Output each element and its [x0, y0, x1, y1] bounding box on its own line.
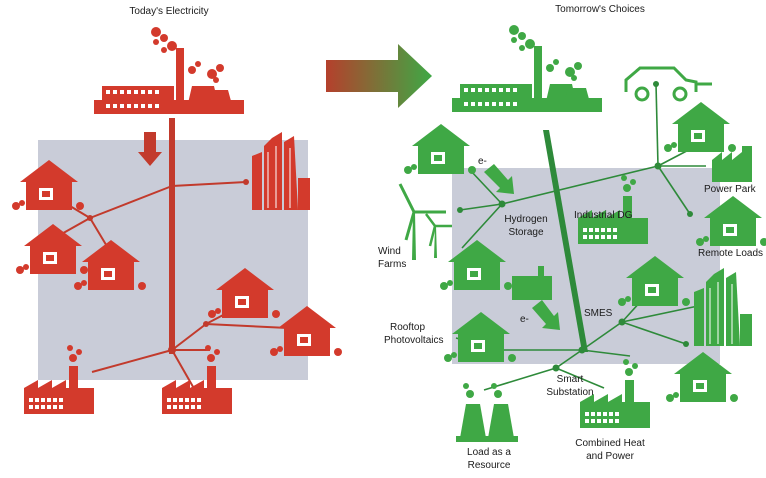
power-park-factory [712, 146, 752, 182]
tomorrow-transmission-trunk [543, 130, 588, 352]
load-resource-label-1: Load as a [467, 447, 511, 458]
tomorrow-title: Tomorrow's Choices [555, 4, 645, 15]
load-resource-towers [456, 383, 518, 442]
today-distribution-lines [57, 181, 289, 393]
rooftop-pv-label-1: Rooftop [390, 322, 426, 333]
wind-turbine-icon [398, 183, 452, 260]
transition-arrow [326, 44, 432, 108]
chp-label-2: and Power [586, 451, 634, 462]
electric-car-icon [624, 66, 712, 102]
chp-label-1: Combined Heat [575, 438, 645, 449]
hydrogen-factory [512, 266, 552, 300]
rooftop-pv-label-2: Photovoltaics [384, 335, 444, 346]
today-flow-arrow [138, 132, 162, 166]
load-resource-label-2: Resource [467, 460, 511, 471]
power-park-label: Power Park [704, 184, 756, 195]
smes-label: SMES [584, 308, 613, 319]
today-transmission-trunk [169, 118, 175, 354]
electron-arrow-1 [484, 164, 514, 194]
tomorrow-house-1 [404, 124, 476, 174]
electron-arrow-2 [532, 300, 560, 330]
power-park-house [664, 102, 736, 152]
smart-substation-label-2: Substation [546, 387, 594, 398]
industrial-dg-label: Industrial DG [574, 210, 633, 221]
tomorrow-power-plant [452, 25, 602, 112]
tomorrow-panel [398, 25, 766, 442]
hydrogen-storage-label-2: Storage [508, 227, 544, 238]
today-title: Today's Electricity [129, 6, 209, 17]
hydrogen-storage-label-1: Hydrogen [504, 214, 548, 225]
electron-label-1: e- [478, 156, 487, 167]
electron-label-2: e- [520, 314, 529, 325]
remote-loads-label: Remote Loads [698, 248, 764, 259]
today-panel [12, 27, 342, 414]
wind-farms-label-1: Wind [378, 246, 401, 257]
smart-substation-label-1: Smart [556, 374, 584, 385]
today-power-plant [94, 27, 244, 114]
wind-farms-label-2: Farms [378, 259, 407, 270]
